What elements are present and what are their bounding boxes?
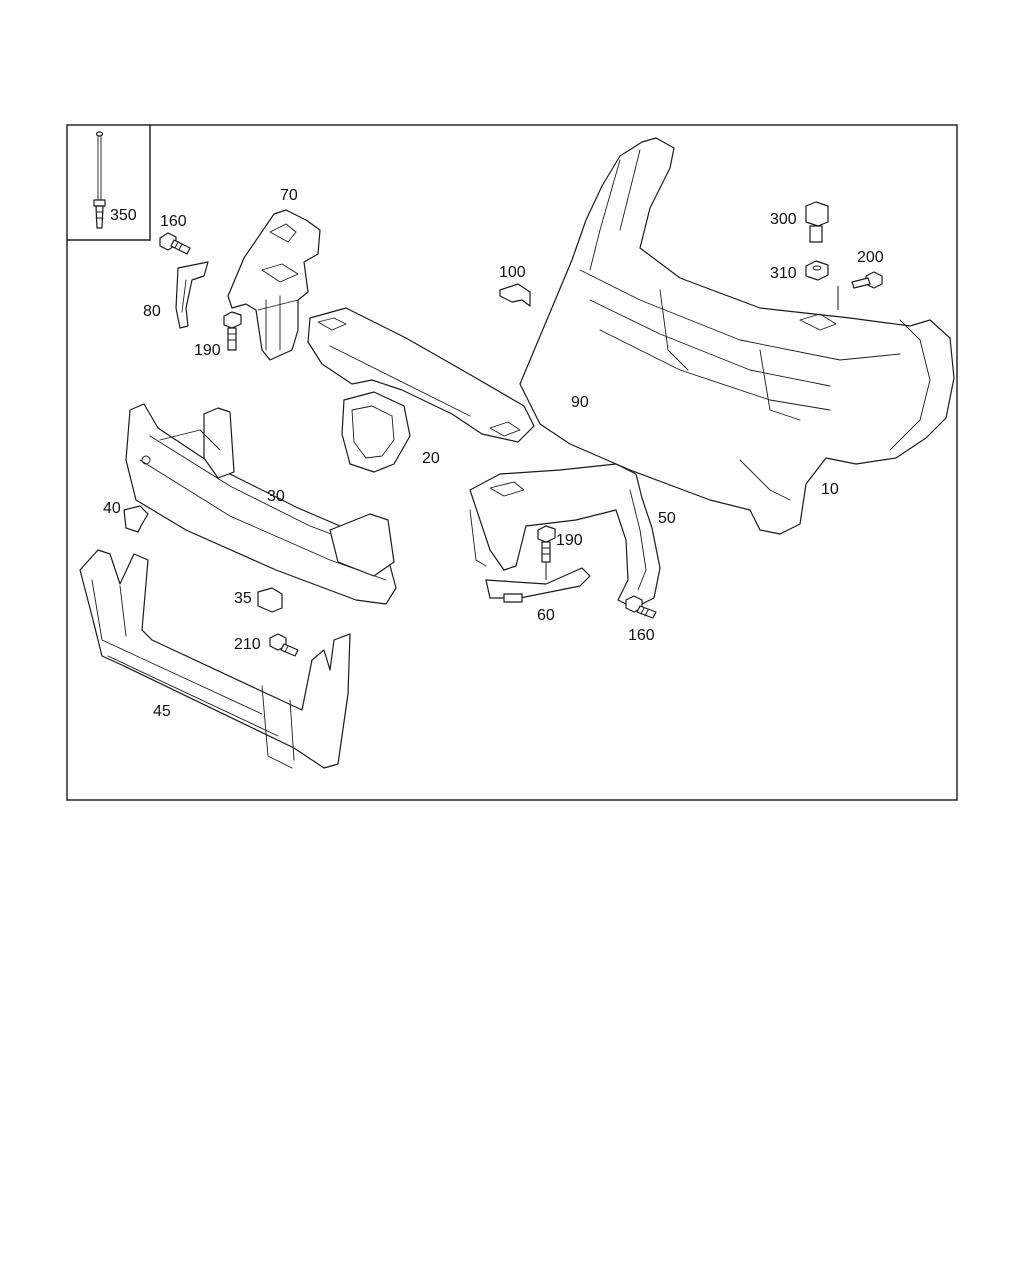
part-210-bolt xyxy=(269,633,299,657)
label-350: 350 xyxy=(110,207,137,224)
part-350-fastener xyxy=(93,131,106,229)
part-60-bar xyxy=(485,567,591,603)
part-310-nut xyxy=(805,260,829,281)
part-30-bumper-beam xyxy=(125,403,397,605)
label-160-top: 160 xyxy=(160,213,187,230)
label-300: 300 xyxy=(770,211,797,228)
part-190-bolt-mid xyxy=(537,525,556,563)
label-10: 10 xyxy=(821,481,839,498)
part-300-grommet xyxy=(805,201,829,243)
part-45-lower-carrier xyxy=(79,549,351,769)
part-40-bracket xyxy=(123,505,149,533)
label-20: 20 xyxy=(422,450,440,467)
part-160-bolt-top xyxy=(159,232,191,255)
label-190-mid: 190 xyxy=(556,532,583,549)
label-160-lower: 160 xyxy=(628,627,655,644)
label-80: 80 xyxy=(143,303,161,320)
label-210: 210 xyxy=(234,636,261,653)
part-160-bolt-lower xyxy=(625,595,657,619)
part-10-front-module xyxy=(519,137,955,535)
part-190-bolt-top xyxy=(223,311,242,351)
label-190-top: 190 xyxy=(194,342,221,359)
label-200: 200 xyxy=(857,249,884,266)
diagram-frame xyxy=(66,124,958,801)
label-45: 45 xyxy=(153,703,171,720)
label-60: 60 xyxy=(537,607,555,624)
part-20-cross-member xyxy=(307,307,535,473)
part-80-bracket xyxy=(175,261,209,329)
part-100-clip xyxy=(499,283,531,307)
inset-box xyxy=(67,125,151,241)
part-35-bracket xyxy=(257,587,283,613)
label-35: 35 xyxy=(234,590,252,607)
label-30: 30 xyxy=(267,488,285,505)
part-200-bolt xyxy=(851,271,883,289)
label-90: 90 xyxy=(571,394,589,411)
label-100: 100 xyxy=(499,264,526,281)
part-70-support xyxy=(227,209,321,361)
label-70: 70 xyxy=(280,187,298,204)
label-310: 310 xyxy=(770,265,797,282)
label-50: 50 xyxy=(658,510,676,527)
label-40: 40 xyxy=(103,500,121,517)
